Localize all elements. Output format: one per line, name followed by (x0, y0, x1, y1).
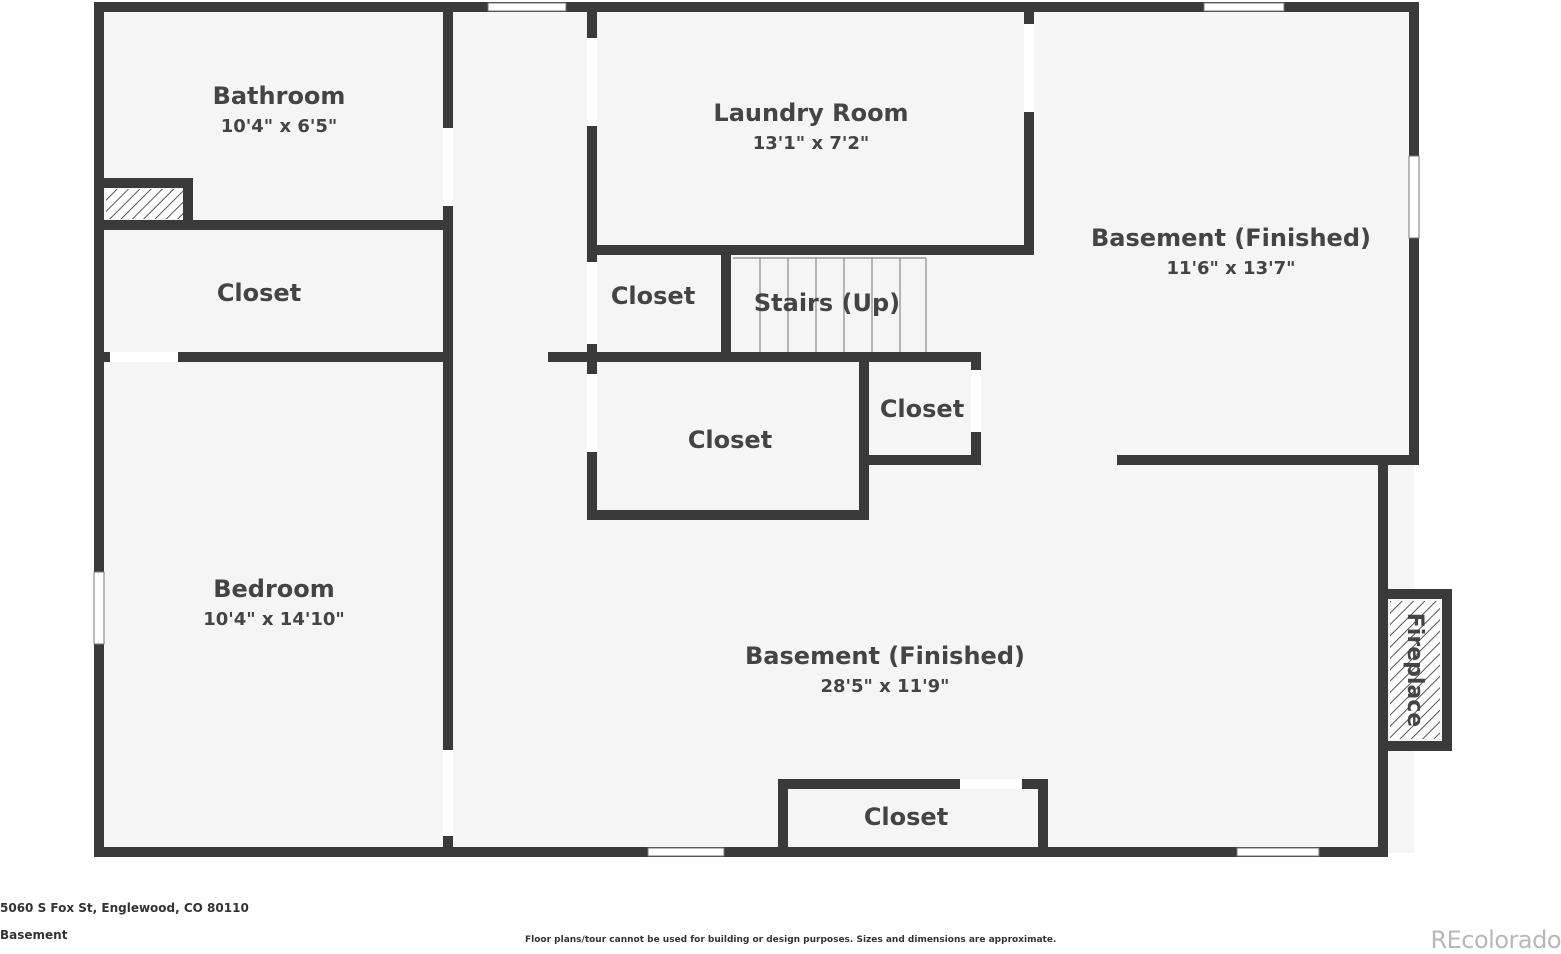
closet-stair-label: Closet (611, 282, 695, 310)
floor-level-label: Basement (0, 928, 68, 942)
closet-bottom-label: Closet (864, 803, 948, 831)
room-labels: Bathroom 10'4" x 6'5" Closet Bedroom 10'… (203, 82, 1427, 831)
windows (93, 2, 1420, 857)
stairs-treads (733, 257, 927, 352)
walls (94, 2, 1452, 857)
door-openings (110, 24, 1034, 836)
laundry-label: Laundry Room (713, 99, 908, 127)
basement-right-dims: 11'6" x 13'7" (1166, 258, 1295, 279)
laundry-dims: 13'1" x 7'2" (753, 133, 870, 154)
basement-right-label: Basement (Finished) (1091, 224, 1371, 252)
bathroom-dims: 10'4" x 6'5" (221, 116, 338, 137)
property-address: 5060 S Fox St, Englewood, CO 80110 (0, 901, 249, 915)
bathroom-label: Bathroom (213, 82, 346, 110)
basement-main-label: Basement (Finished) (745, 642, 1025, 670)
chase-hatch (106, 189, 183, 219)
closet-mid-label: Closet (688, 426, 772, 454)
bedroom-dims: 10'4" x 14'10" (203, 609, 345, 630)
bedroom-label: Bedroom (213, 575, 335, 603)
closet-left-label: Closet (217, 279, 301, 307)
brand-watermark: REcolorado (1430, 926, 1561, 954)
closet-small-label: Closet (880, 395, 964, 423)
disclaimer-text: Floor plans/tour cannot be used for buil… (525, 935, 1057, 945)
fireplace-label: Fireplace (1402, 613, 1427, 727)
basement-main-dims: 28'5" x 11'9" (820, 676, 949, 697)
stairs-label: Stairs (Up) (754, 289, 900, 317)
floor-plan: Bathroom 10'4" x 6'5" Closet Bedroom 10'… (93, 2, 1452, 857)
fireplace-hatch (1390, 601, 1440, 739)
